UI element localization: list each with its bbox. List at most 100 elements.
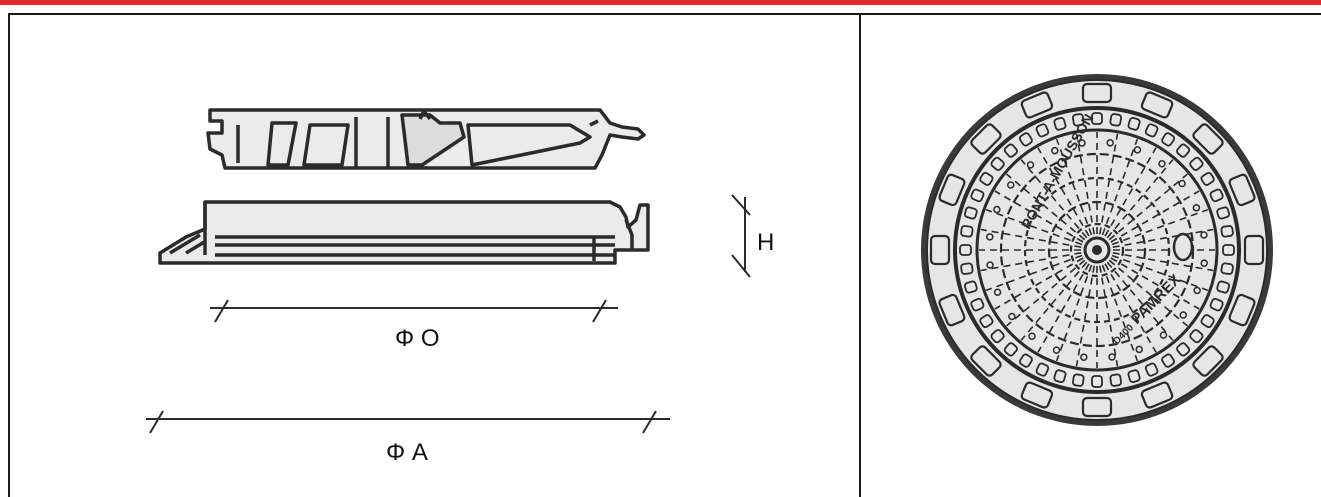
- pattern-spoke: [1112, 251, 1214, 272]
- bead: [1200, 314, 1215, 329]
- rim-slot: [970, 345, 1002, 377]
- manhole-cover: [921, 74, 1273, 426]
- pattern-stud: [1193, 286, 1201, 295]
- pattern-stud: [1158, 159, 1166, 168]
- pattern-stud: [1006, 181, 1015, 189]
- pattern-spoke: [1006, 173, 1086, 241]
- pattern-stud: [1133, 146, 1142, 154]
- cover-top-view-panel: PONT-A-MOUSSON PAMREX D400: [861, 15, 1321, 497]
- bead: [1161, 132, 1176, 147]
- rim-slots: [929, 82, 1265, 418]
- bead: [1144, 362, 1159, 377]
- pattern-stud: [1178, 179, 1186, 188]
- bead: [990, 156, 1005, 171]
- pattern-spoke: [1111, 208, 1209, 246]
- pattern-spoke: [1075, 265, 1096, 367]
- lifting-keyhole: [1172, 232, 1194, 262]
- bead: [1003, 143, 1018, 158]
- pattern-spoke: [1006, 259, 1086, 327]
- pattern-spoke: [1037, 263, 1090, 353]
- opening-diameter-dimension: [210, 299, 618, 323]
- bead: [979, 171, 994, 186]
- bead: [960, 225, 974, 238]
- outer-diameter-dimension: [146, 410, 670, 434]
- pattern-stud: [1135, 345, 1143, 354]
- pattern-stud: [1179, 311, 1188, 319]
- bead: [1220, 225, 1234, 238]
- pattern-spoke: [1106, 159, 1174, 239]
- pattern-spoke: [1055, 138, 1093, 236]
- rim-slot: [1020, 91, 1054, 119]
- bead: [970, 297, 985, 312]
- cross-section-drawing: [146, 108, 751, 434]
- opening-diameter-label: Φ O: [395, 325, 440, 352]
- rim-slot: [1140, 381, 1174, 409]
- pattern-stud: [1008, 312, 1016, 321]
- pattern-stud: [993, 288, 1002, 296]
- bead: [1127, 369, 1141, 384]
- bead: [990, 329, 1005, 344]
- rim-slot: [938, 173, 966, 207]
- bead: [979, 314, 994, 329]
- pattern-stud: [1052, 346, 1061, 354]
- bead: [1018, 353, 1033, 368]
- bead: [970, 188, 985, 203]
- pattern-spoke: [1055, 264, 1093, 362]
- pattern-spoke: [1110, 190, 1200, 243]
- bead: [963, 280, 978, 294]
- pattern-spoke: [1108, 173, 1188, 241]
- pattern-spoke: [1104, 263, 1157, 353]
- cover-center-dot: [1092, 245, 1102, 255]
- height-label: H: [757, 229, 775, 256]
- pattern-stud: [1192, 204, 1201, 212]
- bead: [1072, 373, 1085, 387]
- bead: [1053, 116, 1067, 131]
- pattern-spoke: [1020, 159, 1088, 239]
- pattern-spoke: [1020, 261, 1088, 341]
- pattern-stud: [1200, 231, 1208, 239]
- rim-slot: [1020, 381, 1054, 409]
- pattern-stud: [1106, 139, 1114, 147]
- cover-section: [206, 108, 646, 170]
- rim-slot: [1140, 91, 1174, 119]
- height-dimension: [731, 194, 751, 278]
- pattern-spoke: [1101, 138, 1139, 236]
- pattern-spoke: [1037, 147, 1090, 237]
- pattern-stud: [993, 205, 1001, 214]
- pattern-stud: [1159, 331, 1168, 339]
- rim-slot: [1228, 173, 1256, 207]
- cover-pattern-boundary: [975, 128, 1219, 372]
- bead: [1109, 113, 1122, 127]
- table-frame: [8, 13, 1321, 497]
- bead: [1003, 342, 1018, 357]
- cross-section-panel: H Φ O Φ A: [10, 15, 859, 497]
- accent-top-bar: [0, 0, 1321, 5]
- bead: [1127, 116, 1141, 131]
- pattern-spoke: [1110, 257, 1200, 310]
- pattern-spoke: [994, 257, 1084, 310]
- pattern-stud: [1078, 139, 1086, 147]
- bead: [960, 262, 974, 275]
- pattern-stud: [986, 233, 994, 241]
- pattern-spoke: [1075, 133, 1096, 235]
- pattern-spoke: [994, 190, 1084, 243]
- outer-diameter-label: Φ A: [386, 439, 428, 466]
- pattern-ring: [1047, 200, 1147, 300]
- bead: [1220, 262, 1234, 275]
- pattern-spoke: [1101, 264, 1139, 362]
- pattern-spoke: [985, 254, 1083, 292]
- manhole-cover-top-view: PONT-A-MOUSSON PAMREX D400: [921, 74, 1273, 426]
- bead: [1018, 132, 1033, 147]
- pattern-stud: [1051, 146, 1059, 155]
- pattern-ring: [1069, 222, 1125, 278]
- rim-slot: [1081, 82, 1113, 104]
- bead: [959, 244, 972, 256]
- bead: [1072, 113, 1085, 127]
- bead: [1091, 112, 1103, 125]
- bead: [1035, 362, 1050, 377]
- pattern-stud: [1026, 161, 1035, 169]
- pattern-spoke: [985, 208, 1083, 246]
- bead: [1091, 375, 1103, 388]
- rim-slot: [1081, 396, 1113, 418]
- bead: [1200, 171, 1215, 186]
